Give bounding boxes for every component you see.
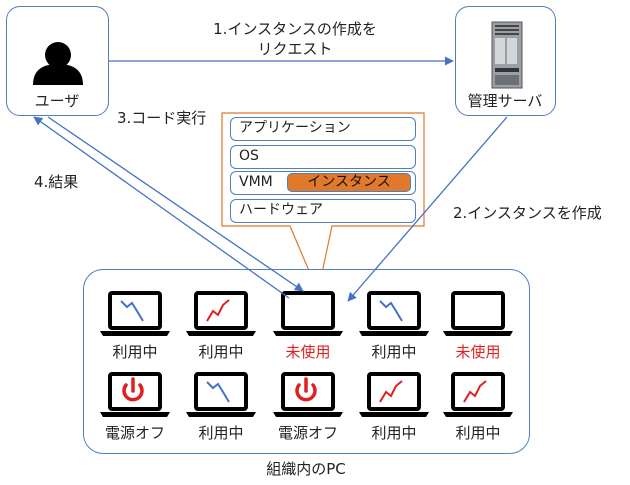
step1-label-line1: 1.インスタンスの作成を	[213, 20, 377, 38]
pc-status-label: 未使用	[455, 343, 501, 361]
pc-item: 利用中	[180, 370, 262, 443]
pc-item: 利用中	[353, 370, 435, 443]
pc-item: 電源オフ	[94, 370, 176, 443]
server-icon	[491, 21, 523, 89]
step3-label: 3.コード実行	[117, 109, 207, 127]
pc-status-label: 利用中	[198, 343, 244, 361]
laptop-icon	[186, 291, 256, 336]
pc-item: 未使用	[437, 289, 519, 362]
stack-os-label: OS	[239, 148, 259, 164]
pc-status-label: 利用中	[112, 343, 158, 361]
pc-item: 利用中	[437, 370, 519, 443]
user-label: ユーザ	[34, 92, 80, 110]
stack-vmm: VMM インスタンス	[230, 171, 416, 195]
pc-item: 電源オフ	[267, 370, 349, 443]
arrow-result	[33, 116, 290, 299]
pc-status-label: 電源オフ	[277, 424, 338, 442]
stack-application-label: アプリケーション	[239, 120, 351, 136]
pc-status-label: 利用中	[198, 424, 244, 442]
stack-hardware: ハードウェア	[230, 199, 416, 223]
stack-os: OS	[230, 145, 416, 169]
pc-status-label: 利用中	[455, 424, 501, 442]
instance-label: インスタンス	[307, 174, 391, 190]
pc-item: 利用中	[353, 289, 435, 362]
stack-application: アプリケーション	[230, 117, 416, 141]
pc-item: 利用中	[180, 289, 262, 362]
laptop-icon	[100, 372, 170, 417]
pc-status-label: 利用中	[371, 343, 417, 361]
pc-status-label: 未使用	[285, 343, 331, 361]
server-box: 管理サーバ	[455, 6, 556, 116]
arrow-create-instance	[347, 116, 508, 302]
step1-label-line2: リクエスト	[257, 40, 333, 58]
arrow-run-code	[47, 116, 304, 292]
laptop-icon	[443, 372, 513, 417]
laptop-icon	[273, 372, 343, 417]
laptop-icon	[273, 291, 343, 336]
pc-status-label: 電源オフ	[104, 424, 165, 442]
laptop-icon	[359, 291, 429, 336]
step4-label: 4.結果	[34, 173, 79, 191]
pc-item: 利用中	[94, 289, 176, 362]
laptop-icon	[359, 372, 429, 417]
user-icon	[33, 42, 83, 85]
pc-item: 未使用	[267, 289, 349, 362]
pc-status-label: 利用中	[371, 424, 417, 442]
stack-vmm-label: VMM	[239, 174, 273, 190]
stack-hardware-label: ハードウェア	[239, 202, 323, 218]
laptop-icon	[443, 291, 513, 336]
instance-block: インスタンス	[287, 173, 411, 192]
laptop-icon	[186, 372, 256, 417]
server-label: 管理サーバ	[467, 92, 543, 110]
step2-label: 2.インスタンスを作成	[453, 204, 602, 222]
user-box: ユーザ	[6, 6, 109, 116]
laptop-icon	[100, 291, 170, 336]
org-label: 組織内のPC	[266, 460, 346, 478]
